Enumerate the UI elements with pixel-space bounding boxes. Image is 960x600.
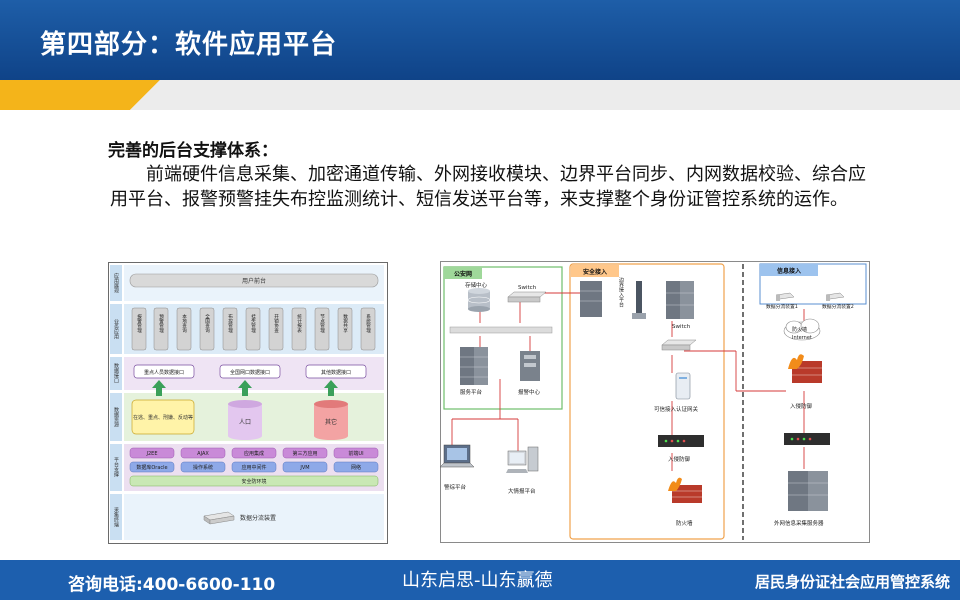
arch-resource-0-shape <box>131 399 195 435</box>
big-platform-label: 大情报平台 <box>508 487 536 495</box>
arch-module-0: 报警管理 <box>137 313 142 333</box>
arch-side-label-5: 采集终端 <box>113 506 119 528</box>
arch-platform-2-0: 数据库Oracle <box>136 464 167 471</box>
zone-secure-label: 安全接入 <box>583 268 607 276</box>
border-appliance-icon <box>632 281 646 319</box>
dev2-icon <box>825 292 845 301</box>
arch-module-4: 布控管理 <box>228 313 233 333</box>
storage-label: 存储中心 <box>465 281 488 289</box>
section-paragraph: 前端硬件信息采集、加密通道传输、外网接收模块、边界平台同步、内网数据校验、综合应… <box>110 164 866 210</box>
switch1-icon <box>507 291 547 303</box>
border-server-icon <box>580 281 602 317</box>
switch2-label: Switch <box>672 324 691 330</box>
arch-module-10: 系统管理 <box>366 313 371 333</box>
arch-platform-2-2: 应用中间件 <box>241 464 266 471</box>
zone-police-label: 公安网 <box>454 270 472 278</box>
backbone-bar <box>449 326 553 334</box>
ids2-icon <box>784 433 830 445</box>
arch-side-label-1: 业务应用 <box>113 318 119 340</box>
header-accent-strip <box>0 80 960 110</box>
ext-server-icon <box>788 471 828 511</box>
distribution-device-icon <box>203 511 235 525</box>
secure-server-icon <box>666 281 694 319</box>
arch-side-label-0: 应用展现 <box>113 272 119 294</box>
arch-module-3: 全国查询 <box>205 313 210 334</box>
footer-company: 山东启思-山东赢德 <box>402 570 553 591</box>
arch-platform-2-3: JVM <box>299 465 309 471</box>
alarm-center-server-icon <box>520 351 540 381</box>
dev2-label: 数据分流装置2 <box>822 303 854 310</box>
header-bar <box>0 0 960 80</box>
arch-module-1: 预警管理 <box>159 313 164 333</box>
internet-fw-label: 防火墙 <box>792 326 807 333</box>
arch-top-bar-label: 用户前台 <box>242 277 266 285</box>
page-title: 第四部分：软件应用平台 <box>40 30 338 60</box>
arch-module-5: 挂失管理 <box>251 313 256 333</box>
arch-platform-row2 <box>129 461 379 473</box>
gateway-label: 可信接入认证网关 <box>654 405 699 413</box>
desktop-pc-icon <box>506 446 539 473</box>
arch-device-label: 数据分流装置 <box>240 514 276 522</box>
arch-resource-1: 人口 <box>239 419 251 426</box>
arch-resource-2: 其它 <box>325 418 337 426</box>
arch-platform-1-1: AJAX <box>197 451 209 457</box>
footer-system-name: 居民身份证社会应用管控系统 <box>754 573 950 591</box>
arch-up-arrows <box>152 380 338 396</box>
arch-platform-bar: 安全防环境 <box>241 478 266 485</box>
arch-resource-2-cylinder <box>314 400 348 440</box>
alarm-platform-label: 警综平台 <box>444 483 467 491</box>
service-server-icon <box>460 347 488 385</box>
arch-side-label-4: 平台支撑 <box>113 457 119 478</box>
arch-platform-1-4: 前端UI <box>348 450 363 457</box>
firewall2-icon <box>788 354 822 383</box>
arch-platform-1-2: 应用集成 <box>244 450 264 457</box>
arch-platform-2-1: 操作系统 <box>193 464 213 471</box>
arch-platform-row1 <box>129 447 379 459</box>
firewall1-icon <box>668 477 702 503</box>
arch-side-strips <box>110 265 122 540</box>
service-label: 服务平台 <box>460 388 483 396</box>
footer-phone: 咨询电话:400-6600-110 <box>68 575 276 595</box>
arch-resource-1-cylinder <box>228 400 262 440</box>
arch-interface-2: 其他数据接口 <box>321 369 351 376</box>
arch-platform-1-0: J2EE <box>146 451 158 457</box>
arch-platform-2-4: 网络 <box>351 464 361 471</box>
arch-modules <box>131 307 376 351</box>
zone-info-label: 信息接入 <box>777 267 801 275</box>
architecture-diagram: 应用展现 业务应用 数据接口 数据资源 平台支撑 采集终端 用户前台 报警管理 … <box>108 262 388 544</box>
arch-module-6: 开锁协查 <box>274 314 279 334</box>
arch-module-2: 本地查询 <box>182 313 187 334</box>
arch-interface-1: 全国网口数据接口 <box>230 369 270 376</box>
alarm-center-label: 报警中心 <box>518 388 541 396</box>
ids2-label: 入侵防御 <box>790 402 813 410</box>
internet-cloud-icon <box>783 318 821 341</box>
network-diagram: 公安网 安全接入 信息接入 存储中心 <box>440 261 870 543</box>
laptop-icon <box>440 444 475 468</box>
firewall1-label: 防火墙 <box>676 519 693 527</box>
arch-module-8: 节点管理 <box>320 314 325 333</box>
arch-module-7: 统计报表 <box>297 313 302 334</box>
section-heading: 完善的后台支撑体系： <box>108 141 278 161</box>
gateway-icon <box>675 372 691 400</box>
dev1-icon <box>775 292 795 301</box>
arch-platform-1-3: 第三方应用 <box>292 450 317 457</box>
arch-resource-0: 在逃、重点、刑嫌、反动等 <box>133 414 193 421</box>
arch-side-label-3: 数据资源 <box>113 406 119 428</box>
ext-server-label: 外网信息采集服务器 <box>774 519 824 527</box>
arch-interface-0: 重点人员数据接口 <box>144 369 184 376</box>
internet-label: Internet <box>792 335 812 341</box>
switch1-label: Switch <box>518 285 537 291</box>
ids1-label: 入侵防御 <box>668 455 691 463</box>
arch-side-label-2: 数据接口 <box>113 362 119 384</box>
arch-module-9: 数据共享 <box>343 313 348 333</box>
ids1-icon <box>658 435 704 447</box>
border-label: 边界接入平台 <box>618 276 624 308</box>
footer-bar <box>0 560 960 600</box>
switch2-icon <box>661 339 697 351</box>
storage-cylinder-icon <box>467 288 491 312</box>
dev1-label: 数据分流装置1 <box>766 303 798 310</box>
